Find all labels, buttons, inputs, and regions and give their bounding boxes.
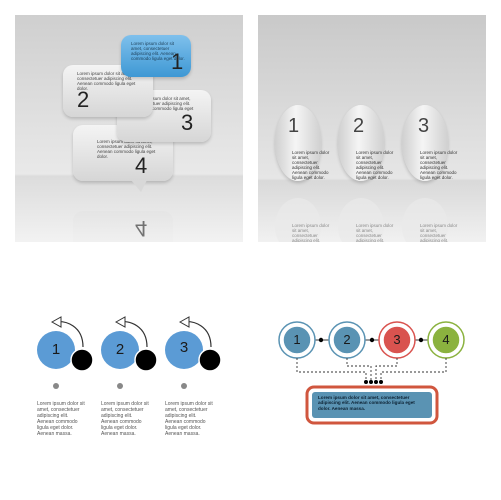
circle-1-number: 1 bbox=[51, 341, 61, 358]
circle-3-number: 3 bbox=[179, 339, 189, 356]
oval-2-number: 2 bbox=[353, 115, 365, 137]
dot-2 bbox=[117, 383, 123, 389]
oval-reflection-1 bbox=[275, 198, 321, 242]
arrow-2-head-icon bbox=[114, 316, 126, 328]
reflection-number: 4 bbox=[135, 216, 148, 241]
arrow-1-head-icon bbox=[50, 316, 62, 328]
ring-4-number: 4 bbox=[442, 332, 450, 347]
circle-3-text: Lorem ipsum dolor sit amet, consectetuer… bbox=[165, 401, 213, 437]
knob-1 bbox=[70, 348, 94, 372]
bubble-4-tail bbox=[131, 180, 147, 192]
oval-3-reflection-text: Lorem ipsum dolor sit amet, consectetuer… bbox=[420, 223, 458, 242]
bubble-reflection bbox=[73, 211, 173, 242]
dot-1 bbox=[53, 383, 59, 389]
oval-3-number: 3 bbox=[418, 115, 430, 137]
oval-reflection-2 bbox=[338, 198, 384, 242]
oval-1-reflection-text: Lorem ipsum dolor sit amet, consectetuer… bbox=[292, 223, 330, 242]
oval-2-text: Lorem ipsum dolor sit amet, consectetuer… bbox=[356, 150, 394, 180]
knob-3 bbox=[198, 348, 222, 372]
box-text: Lorem ipsum dolor sit amet, consectetuer… bbox=[318, 395, 415, 411]
bubble-2-number: 2 bbox=[77, 87, 90, 112]
circle-2-text: Lorem ipsum dolor sit amet, consectetuer… bbox=[101, 401, 149, 437]
speech-bubble-2: Lorem ipsum dolor sit amet, consectetuer… bbox=[63, 65, 153, 117]
dashed-connectors bbox=[296, 358, 447, 382]
speech-bubble-1: Lorem ipsum dolor sit amet, consectetuer… bbox=[121, 35, 191, 77]
oval-1-text: Lorem ipsum dolor sit amet, consectetuer… bbox=[292, 150, 330, 180]
bubble-1-text: Lorem ipsum dolor sit amet, consectetuer… bbox=[131, 41, 185, 61]
ring-2-number: 2 bbox=[343, 332, 351, 347]
bubble-1-number: 1 bbox=[171, 49, 184, 74]
oval-tags-panel: 1 2 3 Lorem ipsum dolor sit amet, consec… bbox=[258, 15, 486, 242]
speech-bubble-panel: Lorem ipsum dolor sit amet, consectetuer… bbox=[15, 15, 243, 242]
ring-3-number: 3 bbox=[393, 332, 401, 347]
arrow-3-head-icon bbox=[178, 316, 190, 328]
oval-3-text: Lorem ipsum dolor sit amet, consectetuer… bbox=[420, 150, 458, 180]
ring-1-number: 1 bbox=[293, 332, 301, 347]
bubble-2-text: Lorem ipsum dolor sit amet, consectetuer… bbox=[77, 71, 136, 91]
oval-tag-1 bbox=[275, 105, 321, 181]
oval-1-number: 1 bbox=[288, 115, 300, 137]
bubble-4-number: 4 bbox=[135, 153, 148, 178]
bubble-4-text: Lorem ipsum dolor sit amet, consectetuer… bbox=[97, 139, 156, 159]
oval-tag-2 bbox=[338, 105, 384, 181]
circle-2-number: 2 bbox=[115, 341, 125, 358]
oval-reflection-3 bbox=[402, 198, 448, 242]
circle-1-text: Lorem ipsum dolor sit amet, consectetuer… bbox=[37, 401, 85, 437]
bubble-3-number: 3 bbox=[181, 110, 194, 135]
oval-2-reflection-text: Lorem ipsum dolor sit amet, consectetuer… bbox=[356, 223, 394, 242]
knob-2 bbox=[134, 348, 158, 372]
dot-3 bbox=[181, 383, 187, 389]
oval-tag-3 bbox=[402, 105, 448, 181]
